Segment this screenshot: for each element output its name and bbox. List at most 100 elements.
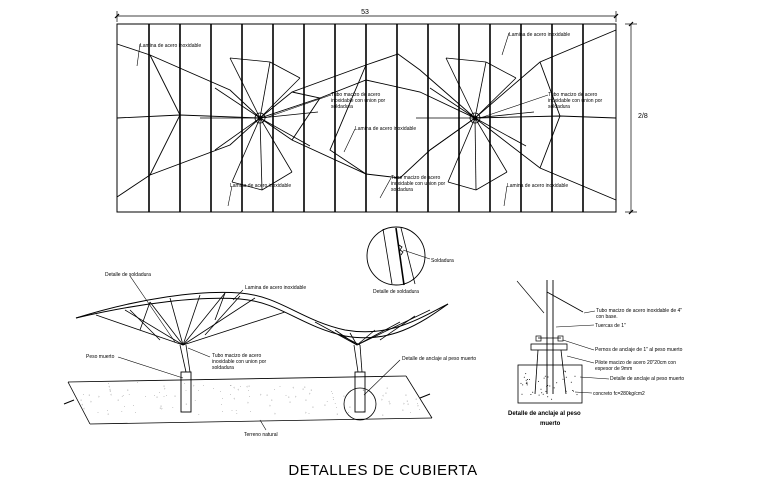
elevation-label-tubo-2: inoxidable con union por [212, 359, 267, 365]
anchor-label-concreto: concreto fc=280kg/cm2 [593, 391, 645, 397]
concrete-speck [538, 380, 539, 382]
soil-speck: ◦ [382, 393, 384, 398]
soil-speck: ˙ [198, 413, 200, 418]
soil-speck: ◦ [108, 384, 110, 389]
elevation-label-detalle-anclaje: Detalle de anclaje al peso muerto [402, 356, 476, 362]
concrete-speck [547, 385, 549, 386]
plan-label-tubo-center-2: inoxidable con union por [331, 98, 386, 104]
soil-speck: ◦ [349, 405, 351, 410]
elevation-label-tubo-1: Tubo macizo de acero [212, 353, 262, 359]
soil-speck: ˙ [185, 390, 187, 395]
soil-speck: ˙ [274, 389, 276, 394]
soil-speck: ◦ [80, 398, 82, 403]
soil-speck: ◦ [266, 393, 268, 398]
soil-speck: ◦ [310, 387, 312, 392]
soil-speck: ◦ [117, 397, 119, 402]
soil-speck: ◦ [160, 404, 162, 409]
soil-speck: ◦ [163, 386, 165, 391]
plan-label-tubo-bottom-3: soldadura [391, 187, 413, 193]
weld-detail [366, 226, 431, 286]
soil-speck: ˙ [247, 389, 249, 394]
soil-speck: ◦ [233, 385, 235, 390]
soil-speck: ◦ [415, 396, 417, 401]
soil-speck: ◦ [343, 393, 345, 398]
soil-speck: ˙ [97, 412, 99, 417]
soil-speck: ◦ [98, 394, 100, 399]
soil-speck: ˙ [308, 413, 310, 418]
soil-speck: ˙ [172, 407, 174, 412]
anchor-label-pilote-2: espesor de 9mm [595, 366, 632, 372]
concrete-speck [541, 392, 543, 394]
soil-speck: ˙ [348, 411, 350, 416]
soil-speck: ◦ [110, 392, 112, 397]
concrete-speck [565, 390, 567, 392]
soil-speck: ˙ [331, 391, 333, 396]
soil-speck: ˙ [222, 411, 224, 416]
plan-height-dimension: 2/8 [638, 113, 648, 120]
concrete-speck [525, 379, 527, 381]
concrete-speck [521, 393, 523, 395]
anchor-label-tubo-2: con base. [596, 314, 618, 320]
plan-zigzag [116, 29, 617, 201]
soil-speck: ◦ [405, 392, 407, 397]
soil-speck: ◦ [237, 387, 239, 392]
soil-speck: ◦ [304, 385, 306, 390]
soil-speck: ˙ [153, 395, 155, 400]
plan-label-lamina-top-right: Lamina de acero inoxidable [509, 32, 570, 38]
plan-width-dimension: 53 [361, 9, 369, 16]
soil-speck: ◦ [109, 389, 111, 394]
concrete-speck [525, 373, 527, 375]
soil-speck: ˙ [123, 405, 125, 410]
soil-speck: ˙ [334, 403, 336, 408]
concrete-speck [547, 396, 549, 398]
soil-speck: ◦ [156, 395, 158, 400]
soil-speck: ˙ [128, 394, 130, 399]
soil-speck: ˙ [249, 396, 251, 401]
soil-speck: ◦ [163, 384, 165, 389]
soil-speck: ◦ [362, 409, 364, 414]
plan-star-left [200, 57, 319, 191]
soil-speck: ˙ [133, 405, 135, 410]
soil-speck: ˙ [236, 413, 238, 418]
concrete-speck [551, 398, 553, 400]
soil-speck: ◦ [81, 402, 83, 407]
soil-speck: ˙ [144, 395, 146, 400]
soil-speck: ˙ [212, 388, 214, 393]
plan-label-tubo-right-1: Tubo macizo de acero [548, 92, 598, 98]
soil-speck: ◦ [305, 410, 307, 415]
concrete-speck [574, 375, 576, 377]
soil-speck: ˙ [202, 385, 204, 390]
soil-speck: ◦ [289, 399, 291, 404]
soil-speck: ˙ [335, 407, 337, 412]
plan-label-tubo-center-1: Tubo macizo de acero [331, 92, 381, 98]
concrete-speck [562, 378, 564, 380]
soil-speck: ˙ [418, 409, 420, 414]
elevation-label-peso-muerto: Peso muerto [86, 354, 115, 360]
concrete-speck [576, 394, 578, 396]
soil-speck: ◦ [288, 394, 290, 399]
soil-speck: ˙ [331, 393, 333, 398]
soil-speck: ˙ [221, 398, 223, 403]
weld-caption: Detalle de soldadura [373, 289, 419, 295]
soil-speck: ◦ [274, 411, 276, 416]
soil-speck: ◦ [336, 412, 338, 417]
soil-speck: ◦ [417, 403, 419, 408]
soil-speck: ◦ [305, 398, 307, 403]
plan-label-lamina-top-left: Lamina de acero inoxidable [140, 43, 201, 49]
soil-speck: ◦ [88, 392, 90, 397]
soil-speck: ˙ [229, 394, 231, 399]
concrete-speck [553, 387, 555, 389]
concrete-speck [570, 381, 572, 383]
concrete-speck [572, 390, 574, 391]
concrete-speck [542, 393, 544, 395]
soil-speck: ◦ [233, 396, 235, 401]
concrete-speck [522, 384, 524, 386]
soil-speck: ˙ [332, 397, 334, 402]
soil-speck: ◦ [107, 412, 109, 417]
anchor-label-tuerca: Tuercas de 1" [595, 323, 626, 329]
soil-speck: ◦ [294, 394, 296, 399]
concrete-speck [546, 386, 548, 388]
plan-label-tubo-center-3: soldadura [331, 104, 353, 110]
soil-speck: ˙ [220, 391, 222, 396]
soil-speck: ◦ [90, 399, 92, 404]
